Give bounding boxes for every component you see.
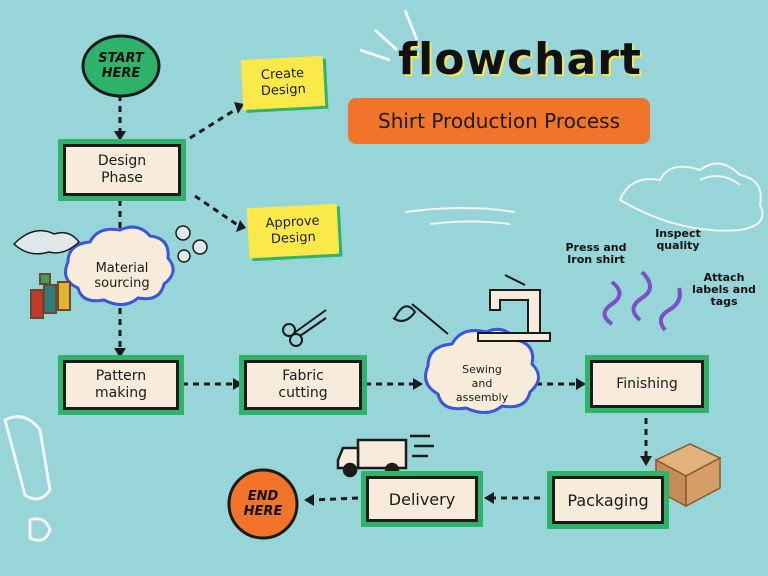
connector-design-create bbox=[189, 106, 239, 140]
cloud-sewing-assembly: Sewing and assembly bbox=[455, 363, 509, 404]
box-packaging: Packaging bbox=[552, 476, 664, 524]
note-approve-design: Approve Design bbox=[246, 203, 340, 259]
scissors-icon bbox=[282, 309, 327, 347]
connector-design-approve bbox=[194, 194, 243, 230]
thread-spools-icon bbox=[30, 273, 71, 319]
note-create-design: Create Design bbox=[240, 55, 326, 111]
label-press-iron: Press and Iron shirt bbox=[565, 241, 627, 266]
sewing-machine-icon bbox=[477, 274, 551, 342]
exclamation-doodle-icon bbox=[3, 415, 52, 542]
box-finishing: Finishing bbox=[590, 360, 704, 408]
box-fabric-cutting: Fabric cutting bbox=[244, 360, 362, 410]
end-badge-shape bbox=[227, 468, 299, 540]
end-badge: END HERE bbox=[243, 489, 283, 519]
box-design-phase: Design Phase bbox=[63, 144, 181, 196]
cloud-material-sourcing: Material sourcing bbox=[94, 261, 150, 291]
fabric-icon bbox=[12, 229, 81, 255]
label-attach-labels: Attach labels and tags bbox=[692, 271, 756, 308]
cardboard-box-icon bbox=[654, 443, 722, 508]
needle-thread-icon bbox=[392, 303, 449, 335]
cloud-doodle-icon bbox=[404, 162, 764, 232]
buttons-icon bbox=[175, 225, 208, 263]
start-badge-shape bbox=[81, 34, 161, 98]
label-inspect-quality: Inspect quality bbox=[655, 227, 701, 252]
squiggle-arrows-icon bbox=[602, 270, 682, 332]
page-subtitle: Shirt Production Process bbox=[348, 98, 650, 144]
cloud-shape-material bbox=[64, 225, 175, 306]
box-pattern-making: Pattern making bbox=[63, 360, 179, 410]
page-title: flowchart bbox=[398, 34, 642, 85]
cloud-shape-sewing bbox=[424, 327, 540, 414]
sparkle-doodle bbox=[359, 9, 419, 62]
start-badge: START HERE bbox=[98, 51, 144, 81]
delivery-truck-icon bbox=[336, 434, 434, 478]
connector-delivery-end bbox=[311, 496, 359, 502]
connectors bbox=[118, 95, 648, 502]
box-delivery: Delivery bbox=[366, 476, 478, 522]
